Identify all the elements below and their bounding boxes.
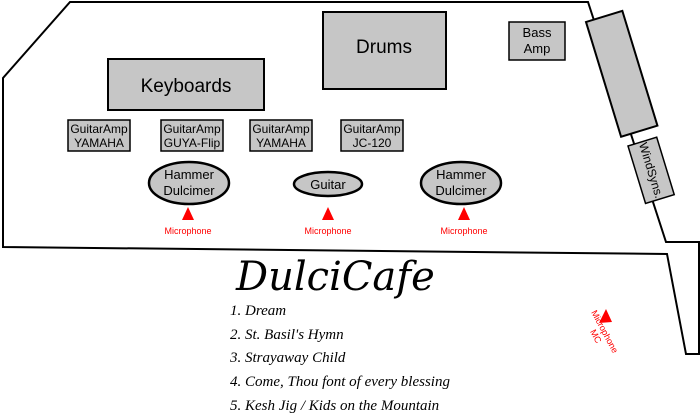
setlist-item-4: 4. Come, Thou font of every blessing [230,374,450,390]
keyboards-label: Keyboards [141,76,232,97]
setlist-item-5: 5. Kesh Jig / Kids on the Mountain [230,398,439,414]
guitar-amp-2-line1: GuitarAmp [163,122,221,136]
setlist-item-3: 3. Strayaway Child [229,350,346,366]
guitar-amp-yamaha-1: GuitarAmp YAMAHA [67,119,131,152]
hammer-dulcimer-left: Hammer Dulcimer [147,160,231,206]
guitar-amp-yamaha-2: GuitarAmp YAMAHA [249,119,313,152]
microphone-left: Microphone [164,207,212,236]
guitar-amp-2-line2: GUYA-Flip [164,136,221,150]
microphone-left-label: Microphone [164,226,211,236]
setlist-item-2: 2. St. Basil's Hymn [230,327,344,343]
side-riser [584,9,659,139]
guitar-amp-1-line1: GuitarAmp [70,122,128,136]
microphone-right: Microphone [440,207,488,236]
drums-label: Drums [356,37,412,58]
bass-amp-line2: Amp [524,41,551,56]
microphone-center-icon [322,207,334,220]
guitar-label: Guitar [310,177,346,192]
hammer-dulcimer-right: Hammer Dulcimer [419,160,503,206]
left-dulcimer-line2: Dulcimer [163,183,215,198]
guitar-amp-3-line2: YAMAHA [256,136,306,150]
guitar-amp-jc-120: GuitarAmp JC-120 [340,119,404,152]
bass-amp: Bass Amp [508,21,566,61]
guitar-amp-1-line2: YAMAHA [74,136,124,150]
keyboards: Keyboards [107,58,265,111]
left-dulcimer-line1: Hammer [164,167,215,182]
microphone-left-icon [182,207,194,220]
setlist-item-1: 1. Dream [230,303,286,319]
right-dulcimer-line2: Dulcimer [435,183,487,198]
windsyns-box: WindSyns. [627,136,676,205]
guitar-amp-3-line1: GuitarAmp [252,122,310,136]
microphone-mc-icon [599,309,612,323]
microphone-right-label: Microphone [440,226,487,236]
microphone-mc: Microphone MC [588,308,620,354]
guitar-amp-guya-flip: GuitarAmp GUYA-Flip [160,119,224,152]
event-title: DulciCafe [235,254,435,300]
guitar-amp-4-line1: GuitarAmp [343,122,401,136]
guitar-amp-4-line2: JC-120 [353,136,392,150]
guitar: Guitar [292,170,364,198]
bass-amp-line1: Bass [523,25,552,40]
drums: Drums [322,11,447,90]
microphone-center: Microphone [304,207,352,236]
right-dulcimer-line1: Hammer [436,167,487,182]
microphone-right-icon [458,207,470,220]
microphone-center-label: Microphone [304,226,351,236]
